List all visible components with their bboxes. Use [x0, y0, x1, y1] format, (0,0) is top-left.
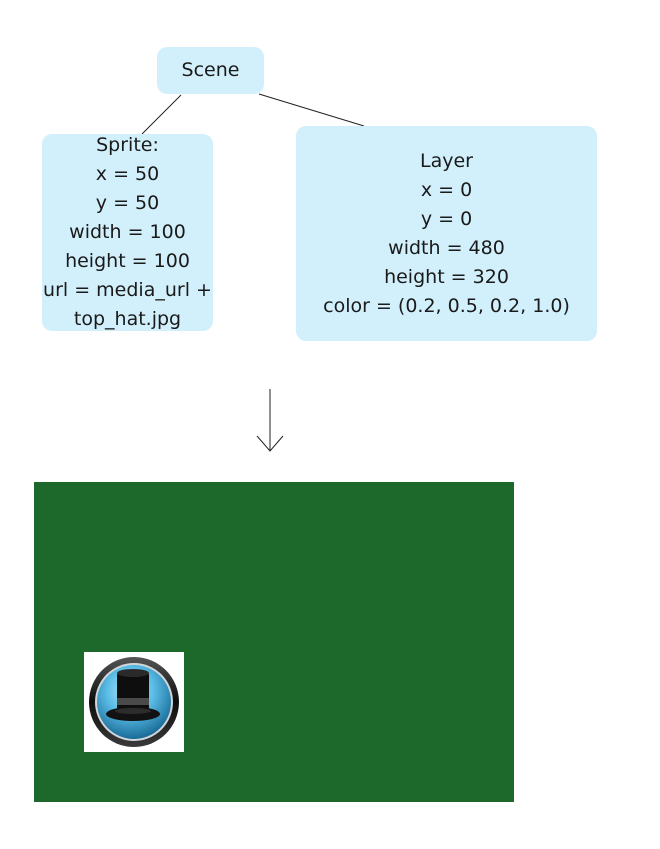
layer-height: height = 320 [384, 265, 509, 288]
edge-scene-sprite [141, 94, 182, 135]
layer-x: x = 0 [420, 178, 473, 201]
sprite-height: height = 100 [65, 250, 190, 272]
rendered-layer [34, 482, 514, 802]
sprite-width: width = 100 [69, 221, 186, 243]
rendered-sprite [84, 652, 184, 752]
top-hat-icon [89, 657, 179, 747]
layer-color: color = (0.2, 0.5, 0.2, 1.0) [323, 294, 570, 317]
layer-width: width = 480 [388, 236, 505, 259]
scene-node: Scene [157, 47, 264, 94]
sprite-x: x = 50 [95, 163, 160, 185]
sprite-y: y = 50 [95, 192, 160, 214]
down-arrow-icon [256, 389, 284, 452]
layer-y: y = 0 [420, 207, 473, 230]
sprite-url-line2: top_hat.jpg [73, 308, 182, 330]
sprite-title: Sprite: [96, 134, 159, 156]
layer-title: Layer [420, 149, 473, 172]
sprite-node: Sprite: x = 50 y = 50 width = 100 height… [42, 134, 213, 331]
scene-label: Scene [181, 59, 240, 81]
edge-scene-layer [258, 93, 365, 127]
sprite-url-line1: url = media_url + [43, 279, 212, 301]
layer-node: Layer x = 0 y = 0 width = 480 height = 3… [296, 126, 597, 341]
